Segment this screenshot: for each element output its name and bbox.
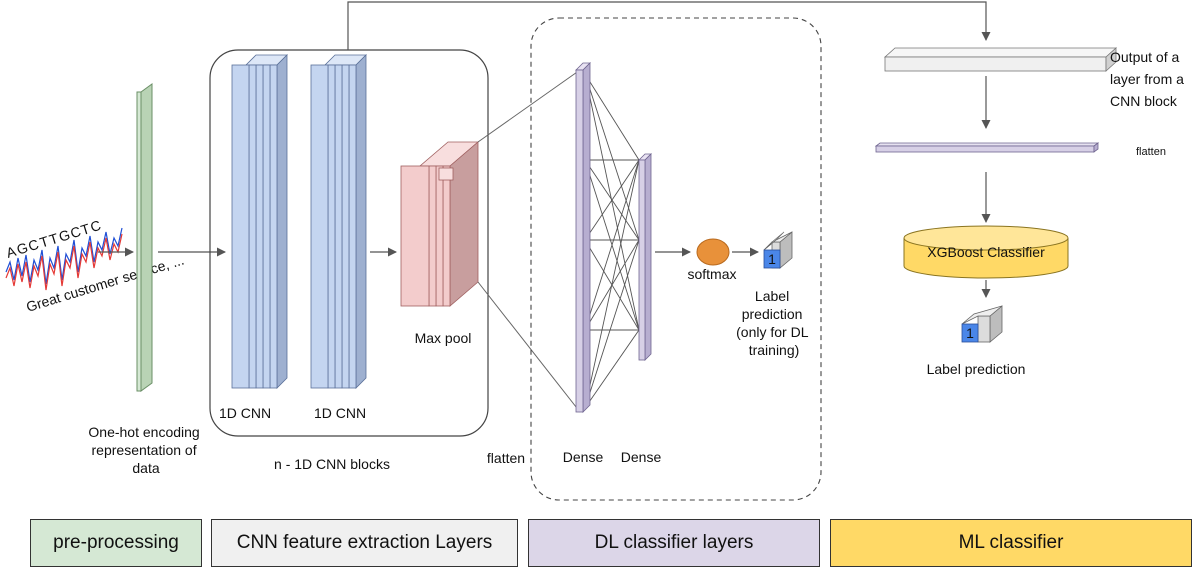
softmax-label: softmax	[687, 266, 736, 282]
legend-dl-classifier: DL classifier layers	[528, 519, 820, 567]
cnn-label-1: 1D CNN	[219, 405, 271, 421]
onehot-label: One-hot encoding representation of data	[88, 424, 203, 476]
legend-label: DL classifier layers	[594, 532, 754, 553]
dl-class-badge: 1	[768, 251, 776, 267]
input-data: A G C T T G C T C Great customer service…	[4, 217, 186, 315]
dna-base: G	[15, 239, 30, 257]
legend-cnn-feature-extraction: CNN feature extraction Layers	[211, 519, 518, 567]
dna-base: C	[26, 236, 40, 254]
legend-ml-classifier: ML classifier	[830, 519, 1192, 567]
signal-wave-blue	[5, 227, 123, 285]
dl-label-prediction-text: Label prediction (only for DL training)	[736, 288, 812, 358]
xgboost-classifier: XGBoost Classifier	[903, 225, 1069, 279]
text-snippet: Great customer service, ...	[24, 252, 186, 315]
ml-label-prediction-icon: 1	[961, 305, 1003, 343]
dna-base: C	[88, 217, 102, 235]
dna-base: G	[57, 226, 72, 244]
ml-class-badge: 1	[966, 325, 974, 341]
dense-connections	[584, 73, 640, 409]
flattened-vector	[874, 142, 1100, 153]
flatten-label-left: flatten	[487, 450, 525, 466]
flatten-line-top	[477, 69, 581, 143]
cnn-label-2: 1D CNN	[314, 405, 366, 421]
dl-label-prediction-icon: 1	[763, 231, 793, 269]
output-layer-label: Output of a layer from a CNN block	[1110, 49, 1188, 109]
dense-layer-2	[638, 153, 652, 361]
maxpool-label: Max pool	[415, 330, 472, 346]
dense-label-1: Dense	[563, 449, 604, 465]
onehot-layer	[136, 83, 153, 392]
cnn-blocks-container	[209, 49, 489, 437]
cnn-blocks-label: n - 1D CNN blocks	[274, 456, 390, 472]
connector-cnn-to-ml	[347, 1, 991, 50]
dna-sequence: A G C T T G C T C	[4, 217, 103, 261]
ml-label-prediction-text: Label prediction	[927, 361, 1026, 377]
cnn-layer-group-1	[231, 54, 288, 389]
softmax-node	[696, 238, 730, 266]
legend-label: CNN feature extraction Layers	[236, 532, 493, 553]
cnn-layer-group-2	[310, 54, 367, 389]
dna-base: C	[68, 223, 82, 241]
flatten-line-bottom	[477, 281, 581, 413]
cnn-output-layer	[883, 47, 1118, 72]
legend-label: ML classifier	[958, 532, 1064, 553]
legend-label: pre-processing	[53, 532, 179, 553]
dl-classifier-container	[530, 17, 822, 501]
dense-layer-1	[575, 62, 591, 413]
xgboost-label: XGBoost Classifier	[927, 244, 1045, 260]
flatten-label-right: flatten	[1136, 146, 1166, 158]
signal-wave-red	[5, 233, 123, 291]
maxpool-layer	[400, 141, 480, 307]
dense-label-2: Dense	[621, 449, 662, 465]
legend-preprocessing: pre-processing	[30, 519, 202, 567]
